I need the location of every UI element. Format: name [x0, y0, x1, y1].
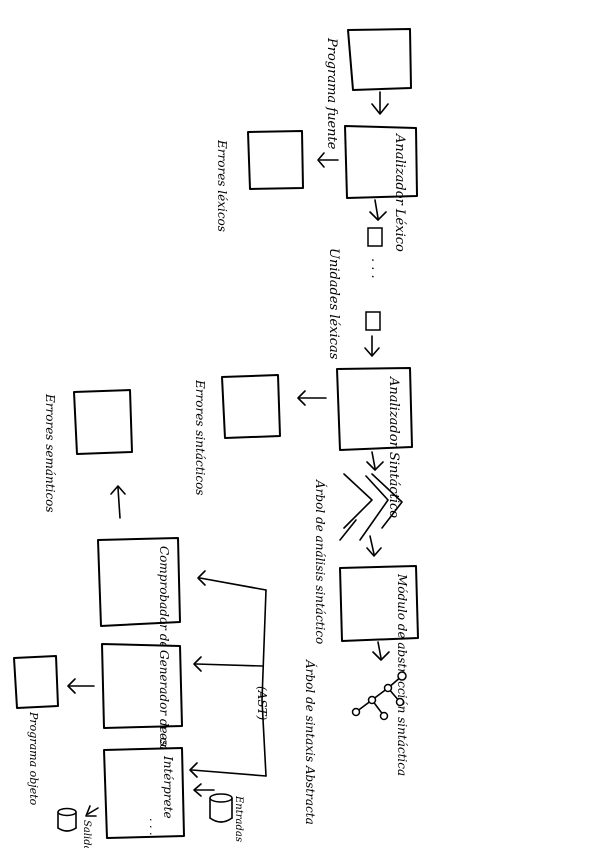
object-program-node: Programa objeto: [13, 655, 59, 806]
syntax-tree-icon: [339, 473, 403, 541]
inputs-node: Entradas: [193, 783, 244, 842]
token-square-end: [365, 311, 381, 331]
abstraction-module-node: Módulo de abstracción sintáctica: [339, 565, 419, 776]
arrow-tree-to-abstraction: [366, 535, 382, 557]
source-program-label: Programa fuente: [324, 37, 339, 150]
syntax-errors-node: Errores sintácticos: [193, 374, 281, 495]
arrow-units-to-parser: [364, 335, 380, 357]
arrow-lexer-to-lexical-errors: [317, 152, 339, 168]
arrow-lexer-to-units: [369, 199, 387, 221]
interpreter-label: Intérprete: [161, 755, 175, 819]
lexical-units-node: . . . Unidades léxicas: [326, 227, 383, 360]
arrow-source-to-lexer: [371, 91, 389, 115]
arrow-checker-to-semantic-errors: [110, 485, 126, 519]
ast-node: Árbol de sintaxis Abstracta (AST): [255, 659, 407, 825]
source-program-node: Programa fuente: [324, 28, 412, 150]
semantic-errors-node: Errores semánticos: [43, 389, 133, 513]
code-generator-label: Generador de código: [157, 650, 171, 778]
semantic-errors-label: Errores semánticos: [43, 393, 57, 513]
interpreter-dots: . . .: [147, 818, 160, 835]
syntax-tree-node: Árbol de análisis sintáctico: [313, 473, 403, 644]
outputs-label: Salida: [81, 820, 92, 848]
interpreter-node: Intérprete . . .: [103, 747, 185, 839]
syntax-analyzer-node: Analizador Sintáctico: [336, 367, 413, 518]
inputs-cylinder-icon: [209, 793, 233, 823]
ast-connectors: [189, 570, 267, 778]
lexical-analyzer-node: Analizador Léxico: [344, 125, 418, 252]
syntax-analyzer-label: Analizador Sintáctico: [386, 376, 401, 518]
syntax-tree-label: Árbol de análisis sintáctico: [313, 479, 328, 644]
arrow-generator-to-object: [67, 678, 95, 694]
object-program-label: Programa objeto: [27, 711, 40, 806]
arrow-abstraction-to-ast: [372, 641, 390, 661]
ast-tree-icon: [351, 671, 407, 721]
lexical-errors-label: Errores léxicos: [215, 139, 229, 232]
lexical-errors-node: Errores léxicos: [215, 130, 304, 232]
token-square-start: [367, 227, 383, 247]
lexical-units-dots: . . .: [368, 258, 383, 279]
inputs-label: Entradas: [233, 795, 244, 842]
lexical-analyzer-label: Analizador Léxico: [392, 133, 407, 252]
code-generator-node: Generador de código: [101, 643, 183, 778]
ast-label: Árbol de sintaxis Abstracta: [303, 659, 318, 825]
lexical-units-label: Unidades léxicas: [326, 248, 341, 360]
outputs-cylinder-icon: [57, 807, 77, 832]
syntax-errors-label: Errores sintácticos: [193, 379, 207, 495]
outputs-node: Salida: [57, 805, 99, 848]
arrow-parser-to-tree: [366, 451, 384, 471]
arrow-parser-to-syntax-errors: [297, 390, 327, 406]
